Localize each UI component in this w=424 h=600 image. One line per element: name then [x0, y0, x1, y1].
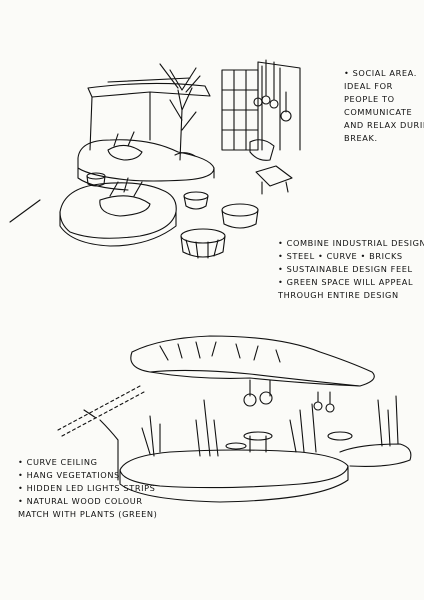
bottom-led-strip — [57, 385, 145, 437]
bottom-walls — [83, 409, 119, 481]
note-curve-ceiling: • CURVE CEILING • HANG VEGETATIONS • HID… — [18, 456, 157, 521]
note-line: • HANG VEGETATIONS — [18, 470, 120, 480]
top-windows — [221, 61, 301, 151]
top-pendant-lights — [253, 59, 292, 122]
note-line: AND RELAX DURING — [344, 120, 424, 130]
bottom-ceiling — [130, 335, 375, 413]
note-line: • SUSTAINABLE DESIGN FEEL — [278, 264, 413, 274]
note-line: • HIDDEN LED LIGHTS STRIPS — [18, 483, 156, 493]
note-line: PEOPLE TO — [344, 94, 395, 104]
note-line: • COMBINE INDUSTRIAL DESIGN. — [278, 238, 424, 248]
note-line: • NATURAL WOOD COLOUR — [18, 496, 143, 506]
note-line: • CURVE CEILING — [18, 457, 98, 467]
note-line: IDEAL FOR — [344, 81, 393, 91]
top-planters — [59, 131, 215, 247]
note-line: MATCH WITH PLANTS (GREEN) — [18, 509, 158, 519]
note-line: • SOCIAL AREA. — [344, 68, 417, 78]
note-line: BREAK. — [344, 133, 378, 143]
note-industrial-design: • COMBINE INDUSTRIAL DESIGN. • STEEL • C… — [278, 237, 424, 302]
top-ceiling-canopy — [87, 77, 211, 151]
note-line: COMMUNICATE — [344, 107, 413, 117]
note-line: • GREEN SPACE WILL APPEAL — [278, 277, 414, 287]
note-line: • STEEL • CURVE • BRICKS — [278, 251, 403, 261]
top-lounge-chair — [249, 139, 293, 195]
top-stools — [86, 172, 259, 259]
note-social-area: • SOCIAL AREA. IDEAL FOR PEOPLE TO COMMU… — [344, 67, 424, 145]
bottom-planters — [119, 395, 412, 503]
note-line: THROUGH ENTIRE DESIGN — [278, 290, 399, 300]
